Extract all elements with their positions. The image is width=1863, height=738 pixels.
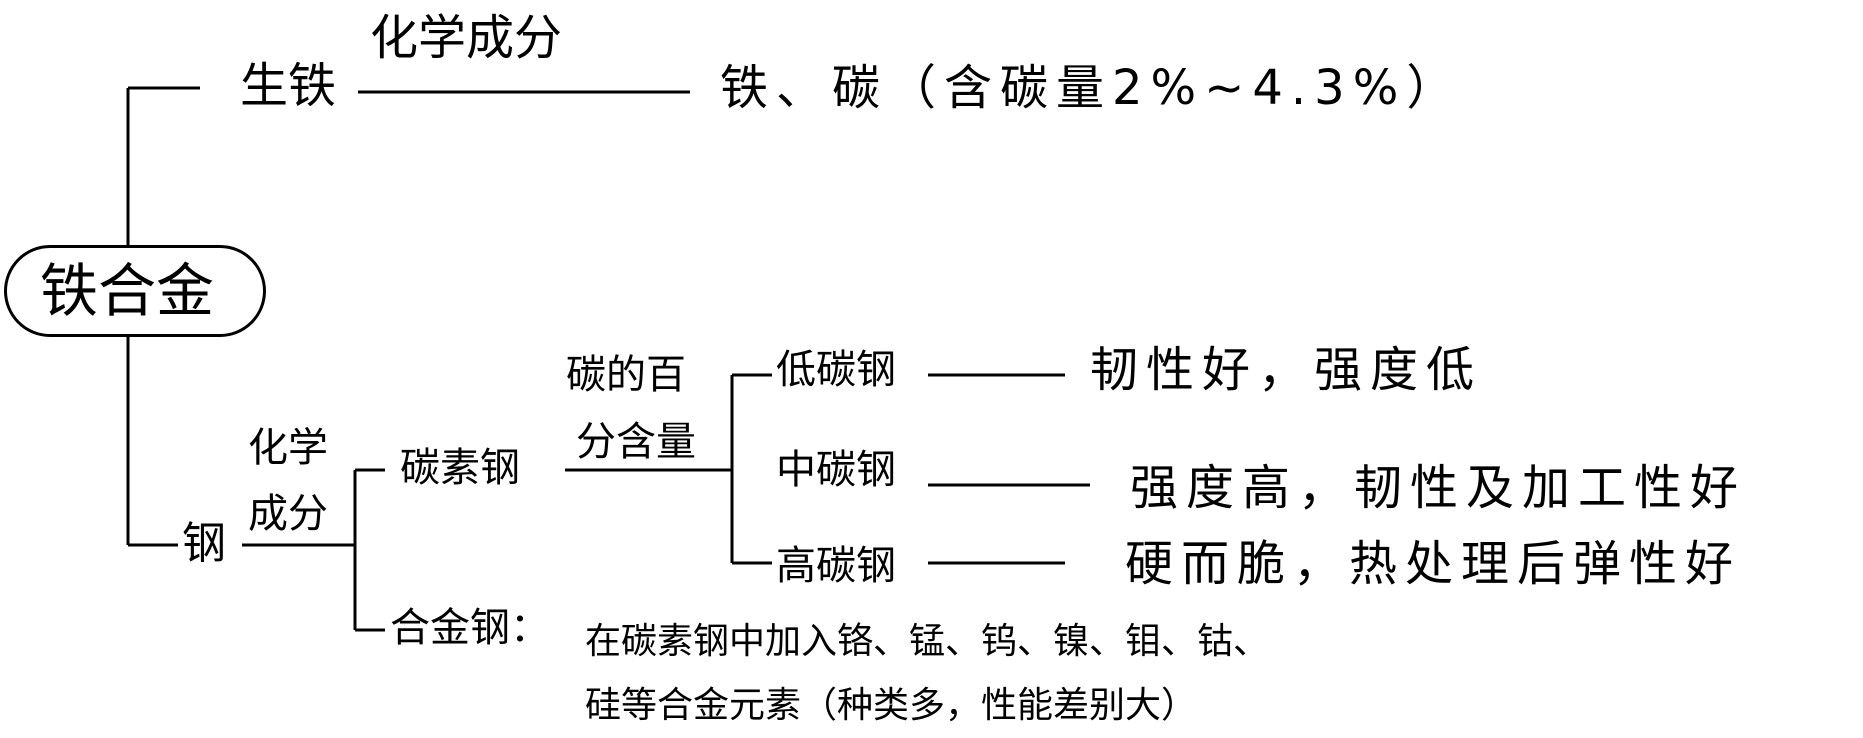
- low-carbon-steel-property: 韧性好，强度低: [1090, 342, 1483, 398]
- high-carbon-steel-node: 高碳钢: [776, 543, 896, 589]
- root-node: 铁合金: [40, 257, 215, 325]
- steel-link-label-line1: 化学: [248, 425, 328, 471]
- carbon-content-label-line1: 碳的百: [566, 352, 686, 398]
- carbon-steel-node: 碳素钢: [400, 445, 520, 491]
- alloy-steel-description-line2: 硅等合金元素（种类多，性能差别大）: [585, 685, 1198, 726]
- steel-link-label-line2: 成分: [248, 491, 328, 537]
- pig-iron-link-label: 化学成分: [370, 10, 563, 66]
- high-carbon-steel-property: 硬而脆，热处理后弹性好: [1125, 536, 1742, 592]
- pig-iron-composition: 铁、碳（含碳量2%~4.3%）: [720, 60, 1463, 116]
- carbon-content-label-line2: 分含量: [576, 419, 696, 465]
- steel-node: 钢: [182, 518, 226, 569]
- mid-carbon-steel-property: 强度高，韧性及加工性好: [1130, 460, 1747, 516]
- low-carbon-steel-node: 低碳钢: [776, 347, 896, 393]
- alloy-steel-node: 合金钢：: [390, 605, 550, 651]
- mid-carbon-steel-node: 中碳钢: [776, 447, 896, 493]
- alloy-steel-description-line1: 在碳素钢中加入铬、锰、钨、镍、钼、钴、: [585, 621, 1270, 662]
- root-node-border: [4, 245, 266, 337]
- pig-iron-node: 生铁: [240, 58, 337, 114]
